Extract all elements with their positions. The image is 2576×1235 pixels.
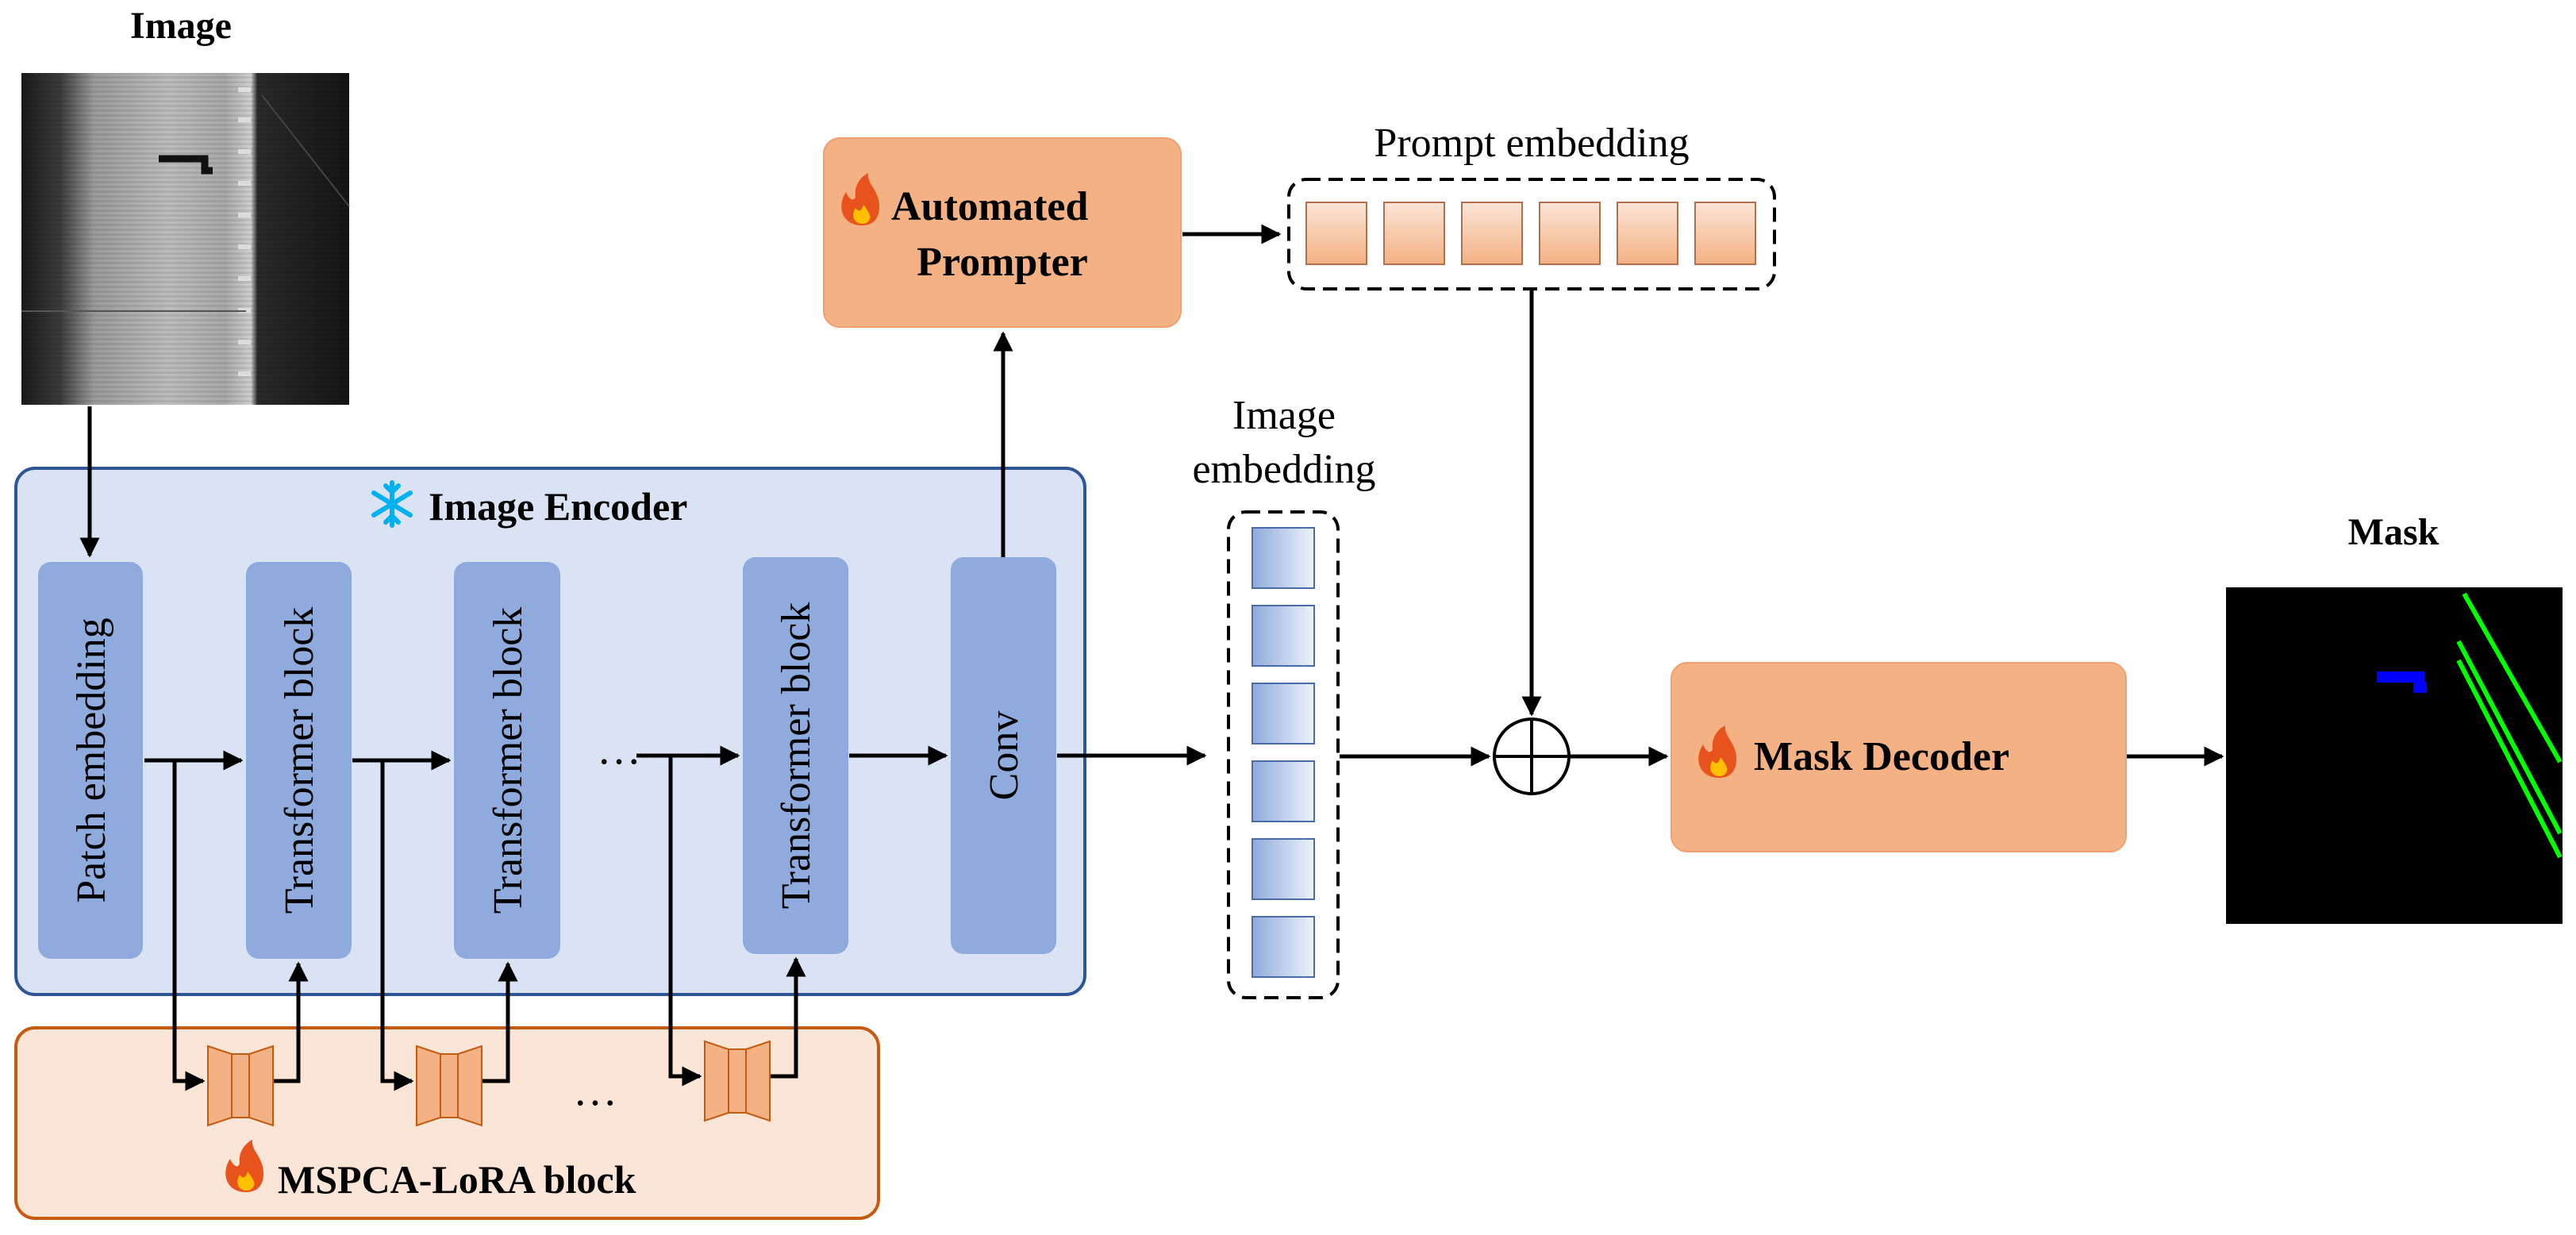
input-image (21, 73, 350, 405)
fire-icon (225, 1140, 263, 1192)
add-operator (1493, 718, 1571, 795)
image-embedding-tokens (1251, 527, 1315, 978)
transformer-block-2-label: Transformer block (486, 607, 531, 914)
automated-prompter-block (823, 137, 1182, 328)
output-mask (2226, 587, 2563, 924)
transformer-block-3 (743, 557, 848, 954)
prompt-embedding-tokens (1305, 202, 1756, 265)
mspca-lora-title: MSPCA-LoRA block (278, 1157, 636, 1202)
snowflake-icon (371, 480, 413, 528)
transformer-block-3-label: Transformer block (774, 602, 819, 910)
prompt-embedding-title: Prompt embedding (1374, 121, 1689, 166)
connectors (79, 224, 2224, 1091)
image-encoder-title: Image Encoder (429, 484, 687, 529)
encoder-ellipsis: … (597, 725, 641, 774)
mask-decoder-block (1671, 662, 2127, 852)
patch-embedding-block (38, 562, 143, 959)
image-embedding-title-line2: embedding (1192, 447, 1375, 492)
lora-ellipsis: … (573, 1066, 617, 1115)
transformer-block-1-label: Transformer block (277, 607, 322, 914)
lora-adapter-2 (416, 1045, 483, 1127)
mask-decoder-label: Mask Decoder (1754, 734, 2009, 779)
patch-embedding-label: Patch embedding (69, 618, 114, 903)
fire-icon (1698, 725, 1736, 778)
transformer-block-1 (246, 562, 352, 959)
conv-block (951, 557, 1056, 954)
transformer-block-2 (454, 562, 560, 959)
fire-icon (841, 173, 879, 225)
conv-label: Conv (982, 711, 1027, 801)
lora-adapter-1 (207, 1045, 274, 1127)
automated-prompter-label-line2: Prompter (917, 240, 1088, 285)
lora-adapter-3 (704, 1040, 771, 1122)
image-title: Image (130, 5, 232, 47)
automated-prompter-label-line1: Automated (891, 184, 1089, 229)
image-embedding-title-line1: Image (1232, 393, 1336, 438)
mask-title: Mask (2348, 511, 2440, 553)
